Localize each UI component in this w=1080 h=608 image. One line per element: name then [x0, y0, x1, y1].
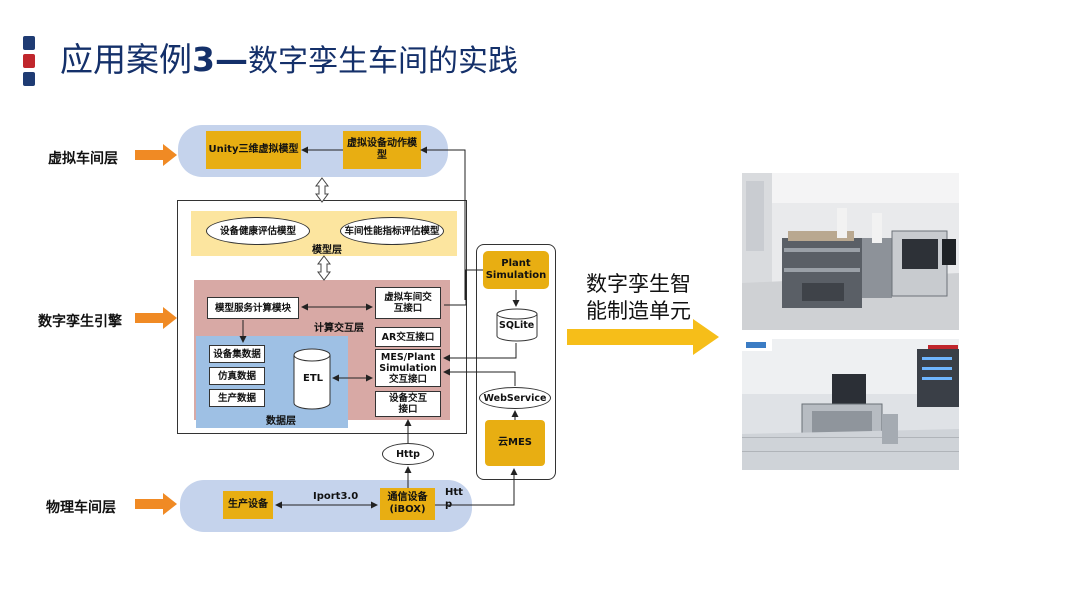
device-action-model-box: 虚拟设备动作模型 [343, 131, 421, 169]
sqlite-label: SQLite [499, 320, 535, 331]
ar-iface-box: AR交互接口 [375, 327, 441, 347]
big-arrow-right-icon [567, 319, 719, 355]
virtual-workshop-iface-box: 虚拟车间交互接口 [375, 287, 441, 319]
prod-device-box: 生产设备 [223, 491, 273, 519]
unity-model-box: Unity三维虚拟模型 [206, 131, 301, 169]
health-model-ellipse: 设备健康评估模型 [206, 217, 310, 245]
comm-device-box: 通信设备(iBOX) [380, 488, 435, 520]
compute-layer-label: 计算交互层 [314, 323, 364, 334]
sim-data-box: 仿真数据 [209, 367, 265, 385]
label-physical-layer: 物理车间层 [46, 500, 116, 516]
arrow-right-icon [135, 493, 177, 515]
label-virtual-layer: 虚拟车间层 [48, 151, 118, 167]
arrow-right-icon [135, 144, 177, 166]
prod-data-box: 生产数据 [209, 389, 265, 407]
etl-label: ETL [303, 373, 324, 384]
arrow-right-icon [135, 307, 177, 329]
plant-sim-box: Plant Simulation [483, 251, 549, 289]
page-title: 应用案例3—数字孪生车间的实践 [60, 40, 518, 79]
device-iface-box: 设备交互接口 [375, 391, 441, 417]
workshop-perf-model-ellipse: 车间性能指标评估模型 [340, 217, 444, 245]
model-layer-label: 模型层 [312, 245, 342, 256]
sqlite-db-icon [496, 308, 538, 342]
title-bullet-bottom [23, 72, 35, 86]
label-engine-layer: 数字孪生引擎 [38, 314, 122, 330]
model-service-box: 模型服务计算模块 [207, 297, 299, 319]
http-ellipse: Http [382, 443, 434, 465]
virtual-workshop-render [742, 339, 959, 470]
right-caption: 数字孪生智 能制造单元 [586, 272, 691, 323]
real-workshop-photo [742, 173, 959, 330]
webservice-ellipse: WebService [479, 387, 551, 409]
device-data-box: 设备集数据 [209, 345, 265, 363]
title-bullet-top [23, 36, 35, 50]
iport-label: Iport3.0 [313, 491, 359, 502]
title-bullet-mid [23, 54, 35, 68]
data-layer-label: 数据层 [266, 416, 296, 427]
mes-plant-iface-box: MES/Plant Simulation交互接口 [375, 349, 441, 387]
cloud-mes-box: 云MES [485, 420, 545, 466]
database-icon [293, 348, 331, 410]
